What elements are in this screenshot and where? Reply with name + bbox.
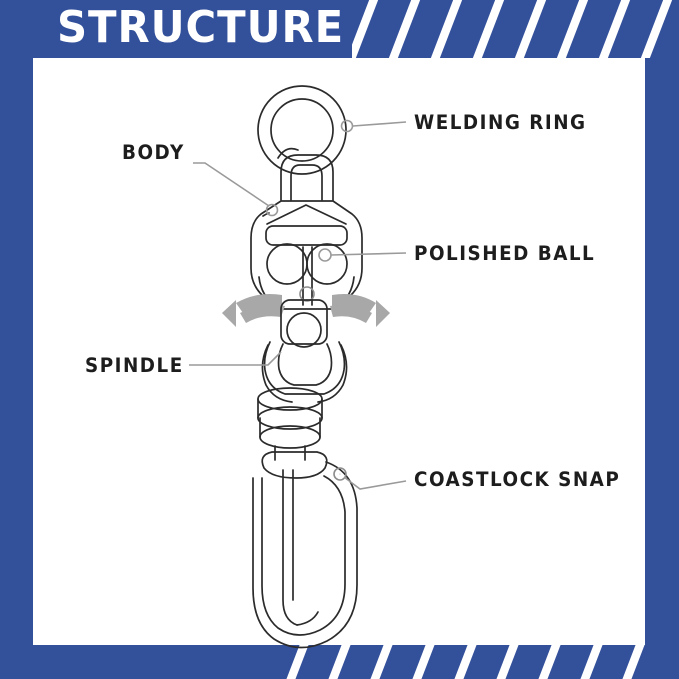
stripe xyxy=(526,645,573,679)
stripe xyxy=(358,645,405,679)
stripe xyxy=(352,0,390,58)
label-body: BODY xyxy=(122,141,185,164)
label-coastlock-snap: COASTLOCK SNAP xyxy=(414,468,621,491)
stripe xyxy=(285,645,321,679)
page-title: STRUCTURE xyxy=(57,2,345,53)
stripe xyxy=(442,645,489,679)
top-stripe-band xyxy=(352,0,679,58)
bottom-stripe-band xyxy=(285,645,679,679)
stripe xyxy=(461,0,516,58)
label-spindle: SPINDLE xyxy=(85,354,184,377)
stripe xyxy=(484,645,531,679)
stripe xyxy=(503,0,558,58)
label-polished-ball: POLISHED BALL xyxy=(414,242,596,265)
stripe xyxy=(419,0,474,58)
stripe xyxy=(545,0,600,58)
stripe xyxy=(568,645,615,679)
stripe xyxy=(629,0,679,58)
stripe xyxy=(400,645,447,679)
stripe xyxy=(610,645,657,679)
label-welding-ring: WELDING RING xyxy=(414,111,587,134)
stripe xyxy=(587,0,642,58)
stripe xyxy=(316,645,363,679)
stripe xyxy=(377,0,432,58)
